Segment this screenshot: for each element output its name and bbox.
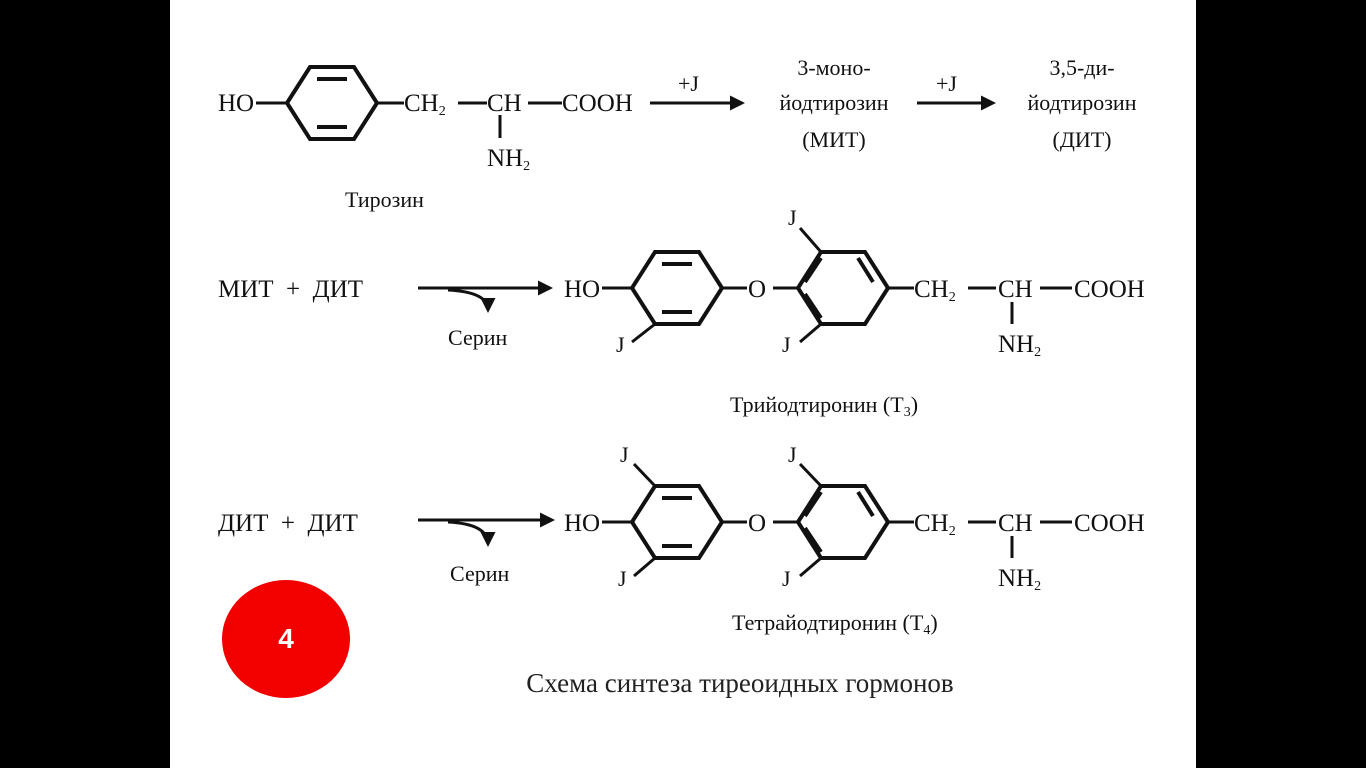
svg-text:(ДИТ): (ДИТ) <box>1053 127 1112 152</box>
iodine-label: J <box>788 442 797 467</box>
benzene-ring <box>795 484 891 560</box>
cooh-label: COOH <box>1074 276 1145 303</box>
ch2-label: CH2 <box>404 90 446 119</box>
iodine-label: J <box>782 566 791 591</box>
svg-text:йодтирозин: йодтирозин <box>780 90 889 115</box>
benzene-ring <box>284 65 380 141</box>
ho-label: HO <box>218 90 254 117</box>
ho-label: HO <box>564 276 600 303</box>
nh2-label: NH2 <box>998 565 1041 594</box>
tyrosine-label: Тирозин <box>345 187 424 212</box>
oxygen-label: O <box>748 510 766 537</box>
ch2-label: CH2 <box>914 276 956 305</box>
iodine-label: J <box>616 332 625 357</box>
benzene-ring <box>629 484 725 560</box>
ho-label: HO <box>564 510 600 537</box>
t3-reaction: МИТ + ДИТ Серин <box>218 276 553 350</box>
iodine-label: J <box>620 442 629 467</box>
iodine-label: J <box>788 205 797 230</box>
ch-label: CH <box>998 276 1033 303</box>
oxygen-label: O <box>748 276 766 303</box>
cooh-label: COOH <box>562 90 633 117</box>
plus-iodine-label: +J <box>936 71 957 96</box>
nh2-label: NH2 <box>998 331 1041 360</box>
t3-structure: HO J O J J CH2 CH COOH NH2 Трийодтиронин… <box>564 205 1145 420</box>
mit-label: 3-моно- йодтирозин (МИТ) <box>780 55 889 152</box>
slide-number: 4 <box>278 623 294 654</box>
svg-text:(МИТ): (МИТ) <box>802 127 866 152</box>
t4-reaction: ДИТ + ДИТ Серин <box>218 510 555 586</box>
slide-number-badge: 4 <box>222 580 350 698</box>
figure-caption: Схема синтеза тиреоидных гормонов <box>526 668 954 698</box>
ch2-label: CH2 <box>914 510 956 539</box>
ch-label: CH <box>487 90 522 117</box>
iodine-label: J <box>618 566 627 591</box>
plus-iodine-label: +J <box>678 71 699 96</box>
t3-name-label: Трийодтиронин (T3) <box>730 392 918 420</box>
reactants-label: МИТ + ДИТ <box>218 276 363 303</box>
ch-label: CH <box>998 510 1033 537</box>
iodination-arrow-1: +J <box>650 71 745 111</box>
benzene-ring <box>629 250 725 326</box>
benzene-ring <box>795 250 891 326</box>
serine-label: Серин <box>448 325 507 350</box>
t4-structure: HO J J O J J CH2 CH COOH NH2 Тетрайо <box>564 442 1145 638</box>
svg-text:3-моно-: 3-моно- <box>797 55 870 80</box>
iodination-arrow-2: +J <box>917 71 996 111</box>
reactants-label: ДИТ + ДИТ <box>218 510 358 537</box>
serine-label: Серин <box>450 561 509 586</box>
tyrosine-structure: HO CH2 CH COOH NH2 Тирозин <box>218 65 633 212</box>
t4-name-label: Тетрайодтиронин (T4) <box>732 610 938 638</box>
cooh-label: COOH <box>1074 510 1145 537</box>
dit-label: 3,5-ди- йодтирозин (ДИТ) <box>1028 55 1137 152</box>
svg-text:3,5-ди-: 3,5-ди- <box>1049 55 1114 80</box>
iodine-label: J <box>782 332 791 357</box>
svg-text:йодтирозин: йодтирозин <box>1028 90 1137 115</box>
nh2-label: NH2 <box>487 145 530 174</box>
